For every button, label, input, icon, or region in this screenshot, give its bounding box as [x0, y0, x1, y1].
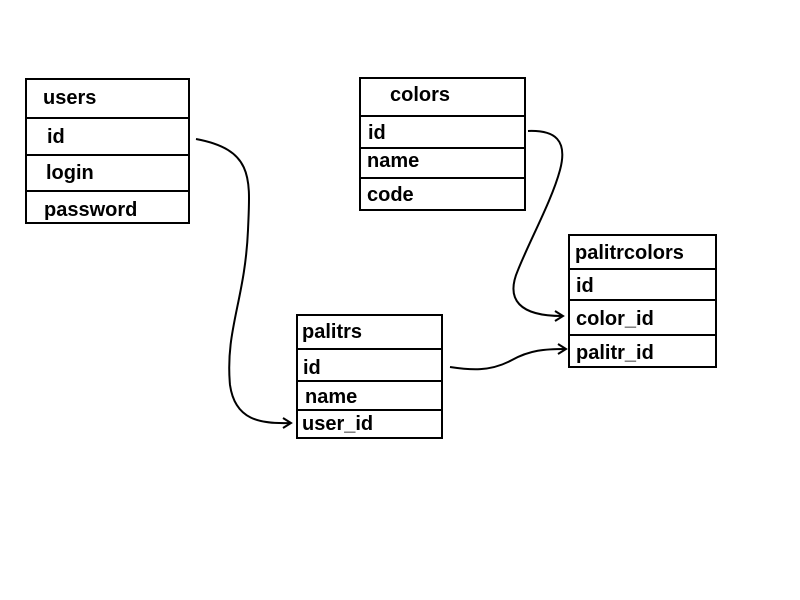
- table-colors[interactable]: colors id name code: [359, 77, 526, 213]
- arrowhead-icon: [282, 417, 293, 429]
- arrowhead-icon: [554, 310, 565, 322]
- table-name: palitrs: [302, 321, 363, 343]
- field-label: user_id: [302, 413, 374, 435]
- field-label: name: [367, 150, 420, 172]
- field-label: id: [368, 122, 386, 144]
- table-name: users: [43, 87, 97, 109]
- table-name: palitrcolors: [575, 242, 684, 264]
- field-label: id: [47, 126, 65, 148]
- arrowhead-icon: [557, 343, 568, 355]
- field-label: palitr_id: [576, 342, 654, 364]
- table-users[interactable]: users id login password: [25, 78, 190, 225]
- relation-users-id-to-palitrs-user-id: [195, 138, 291, 425]
- field-label: login: [46, 162, 94, 184]
- table-name: colors: [390, 84, 451, 106]
- table-palitrcolors[interactable]: palitrcolors id color_id palitr_id: [568, 234, 717, 368]
- field-label: name: [305, 386, 358, 408]
- field-label: id: [303, 357, 321, 379]
- field-label: password: [44, 199, 138, 221]
- field-label: id: [576, 275, 594, 297]
- relation-palitrs-id-to-palitrcolors-palitr-id: [449, 348, 566, 371]
- field-label: code: [367, 184, 414, 206]
- field-label: color_id: [576, 308, 654, 330]
- table-palitrs[interactable]: palitrs id name user_id: [296, 314, 443, 440]
